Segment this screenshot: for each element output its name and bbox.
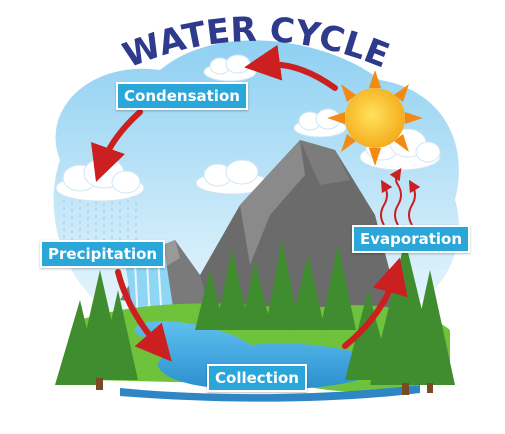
label-evaporation: Evaporation xyxy=(352,225,471,253)
label-collection: Collection xyxy=(207,364,307,392)
evaporation-steam-icon xyxy=(380,168,421,226)
label-precipitation: Precipitation xyxy=(40,240,166,268)
label-condensation: Condensation xyxy=(116,82,248,110)
rain-icon xyxy=(63,200,137,252)
sun-icon xyxy=(327,70,423,166)
tree-icon xyxy=(55,240,455,385)
tree-trunks xyxy=(96,378,433,395)
lake xyxy=(134,321,390,390)
cloud-icon xyxy=(203,54,257,82)
arrow-icon xyxy=(91,44,408,362)
lake-edge xyxy=(120,385,420,402)
cloud-icon xyxy=(195,159,269,195)
